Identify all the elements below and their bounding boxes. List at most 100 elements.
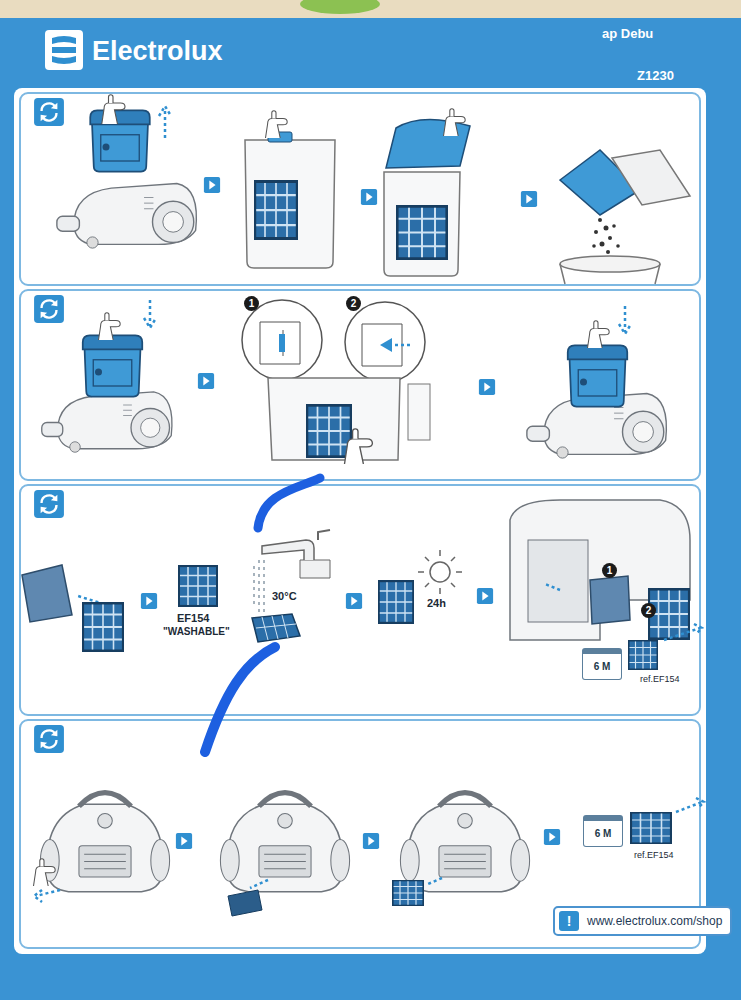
filter-washing (418, 550, 462, 594)
filter-washing (254, 560, 264, 612)
filter-washing (430, 562, 450, 582)
exhaust-filter-replacement (40, 793, 169, 892)
filter-washing (590, 576, 630, 624)
filter-washing (545, 584, 560, 590)
shop-link-box: www.electrolux.com/shop! (553, 906, 732, 936)
dust-container-removal (384, 172, 460, 276)
next-step-arrow (361, 189, 377, 205)
exhaust-filter-replacement (228, 890, 262, 916)
filter-latch-detail (395, 344, 412, 347)
next-step-arrow (176, 833, 192, 849)
brand-name: Electrolux (92, 36, 223, 67)
next-step-arrow (363, 833, 379, 849)
product-name: ap Debu (602, 26, 653, 41)
filter-reference: ref.EF154 (634, 850, 674, 860)
dust-container-removal (386, 119, 470, 168)
exhaust-filter-replacement (34, 890, 60, 902)
refresh-icon (34, 295, 64, 323)
notice-icon: ! (559, 911, 579, 931)
filter-latch-detail (42, 392, 172, 452)
node-text: 6 M (595, 828, 612, 839)
next-step-arrow (479, 379, 495, 395)
interval-calendar: 6 M (582, 648, 622, 680)
dust-container-removal (592, 218, 620, 254)
filter-latch-detail (279, 334, 285, 352)
filter-washing (256, 615, 296, 640)
filter-code: EF154 (177, 612, 209, 624)
dust-container-removal (57, 183, 197, 248)
next-step-arrow (204, 177, 220, 193)
marker-scribble (258, 478, 320, 528)
step-number: 2 (641, 603, 656, 618)
dust-container-removal (560, 256, 660, 272)
filter-latch-detail (99, 313, 121, 340)
exhaust-filter-replacement (676, 798, 704, 812)
filter-reference: ref.EF154 (640, 674, 680, 684)
water-temperature: 30°C (272, 590, 297, 602)
next-step-arrow (544, 829, 560, 845)
node-text: ! (567, 913, 572, 929)
step-number: 1 (602, 563, 617, 578)
exhaust-filter-replacement (220, 793, 349, 892)
marker-scribble (205, 478, 320, 752)
refresh-icon (34, 98, 64, 126)
header-band: Electroluxap DebuZ1230 (30, 22, 702, 88)
step-number: 1 (244, 296, 259, 311)
dust-container-removal (616, 244, 620, 248)
dust-container-removal (608, 236, 612, 240)
next-step-arrow (141, 593, 157, 609)
dust-container-removal (57, 95, 690, 284)
filter-washing (528, 540, 588, 622)
washable-note: "WASHABLE" (163, 626, 230, 637)
filter-latch-detail (588, 321, 610, 348)
header-logo (45, 30, 83, 70)
filter-washing (179, 566, 217, 606)
step-panels (20, 93, 700, 948)
filter-latch-detail (408, 384, 430, 440)
refresh-icon (34, 725, 64, 753)
dust-container-removal (266, 111, 288, 138)
dust-container-removal (612, 150, 690, 205)
filter-latch-detail (242, 300, 322, 380)
filter-latch-detail (260, 322, 300, 364)
filter-washing (300, 560, 330, 578)
filter-washing (262, 540, 314, 560)
dust-container-removal (606, 250, 610, 254)
filter-washing (418, 550, 462, 594)
dust-container-removal (592, 244, 596, 248)
filter-latch-detail (568, 345, 628, 406)
dust-container-removal (598, 218, 602, 222)
exhaust-filter-replacement (393, 881, 423, 906)
exhaust-filter-replacement (34, 793, 705, 916)
node-text: 2 (646, 605, 652, 616)
header-logo (52, 36, 76, 64)
filter-latch-detail (345, 429, 373, 464)
filter-washing (252, 614, 300, 642)
node-text: 6 M (594, 661, 611, 672)
filter-washing (664, 624, 702, 640)
node-text: 1 (249, 298, 255, 309)
step-number: 2 (346, 296, 361, 311)
drying-time: 24h (427, 597, 446, 609)
dust-container-removal (560, 264, 660, 284)
dust-container-removal (444, 109, 466, 136)
dust-container-removal (255, 182, 297, 239)
step-panels (20, 485, 700, 715)
exhaust-filter-replacement (400, 793, 529, 892)
next-step-arrow (521, 191, 537, 207)
filter-latch-detail (42, 300, 667, 464)
dust-container-removal (612, 224, 616, 228)
filter-washing (22, 500, 702, 669)
dust-container-removal (600, 242, 605, 247)
next-step-arrow (198, 373, 214, 389)
next-step-arrow (141, 177, 560, 849)
filter-washing (318, 530, 330, 540)
dust-container-removal (159, 106, 171, 138)
dust-container-removal (397, 206, 446, 258)
filter-washing (22, 565, 72, 622)
dust-container-removal (604, 226, 609, 231)
